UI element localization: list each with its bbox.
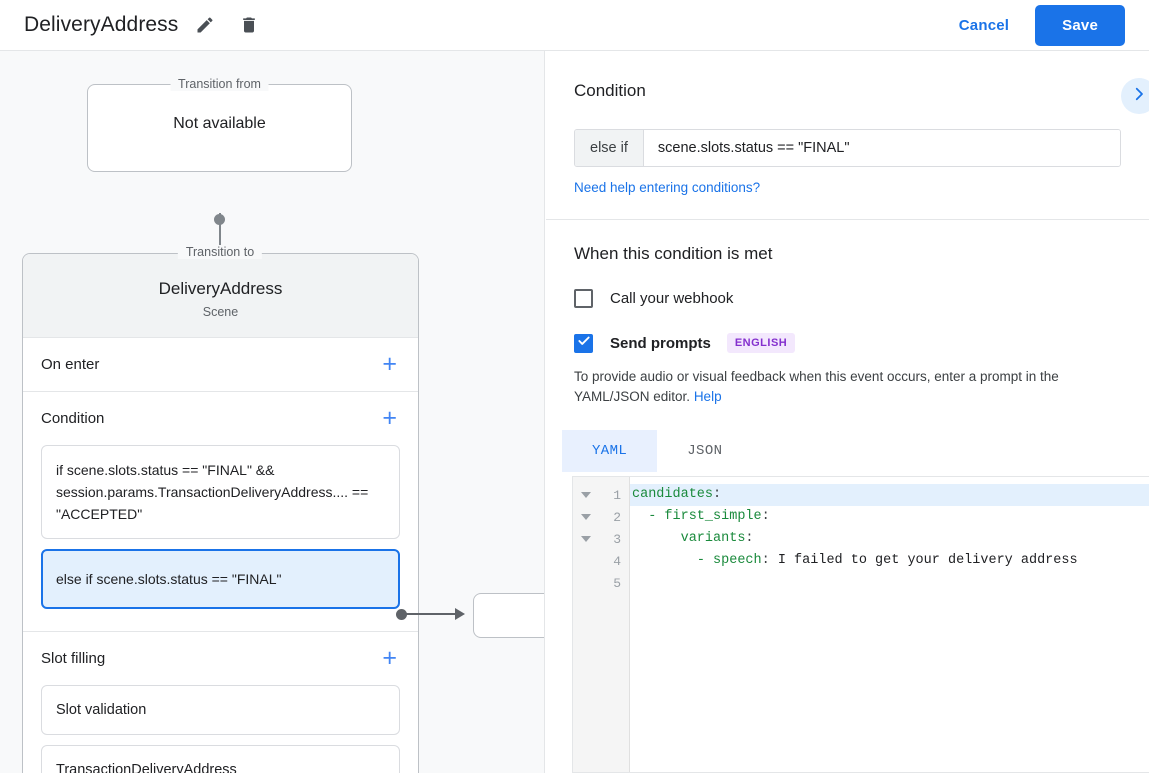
divider (23, 391, 418, 392)
scene-graph-panel: Transition from Not available Transition… (0, 51, 545, 773)
condition-help-link[interactable]: Need help entering conditions? (574, 180, 761, 195)
condition-heading: Condition (574, 81, 646, 100)
pencil-icon (195, 15, 215, 35)
transition-from-legend: Transition from (170, 77, 269, 91)
when-met-heading: When this condition is met (574, 244, 773, 263)
fold-caret-icon[interactable] (581, 536, 591, 542)
fold-caret-icon[interactable] (581, 492, 591, 498)
tab-json[interactable]: JSON (687, 442, 723, 459)
outgoing-arrow-icon (455, 608, 465, 620)
condition-list: if scene.slots.status == "FINAL" && sess… (23, 445, 418, 631)
send-prompts-label[interactable]: Send prompts (610, 334, 711, 352)
yaml-colon: : (761, 509, 770, 524)
save-button[interactable]: Save (1035, 4, 1125, 46)
yaml-key: variants (680, 531, 746, 546)
send-prompts-row[interactable]: Send prompts ENGLISH (574, 333, 1121, 353)
when-condition-met-section: When this condition is met Call your web… (546, 220, 1149, 472)
add-on-enter-button[interactable]: + (382, 350, 397, 378)
code-line[interactable] (630, 572, 1149, 594)
code-line[interactable]: - first_simple: (630, 506, 1149, 528)
trash-icon (239, 15, 259, 35)
add-condition-button[interactable]: + (382, 404, 397, 432)
collapse-panel-button[interactable] (1121, 78, 1149, 114)
on-enter-title: On enter (41, 356, 100, 373)
language-badge: ENGLISH (726, 333, 796, 353)
page-title: DeliveryAddress (24, 13, 179, 36)
scene-type-label: Scene (202, 304, 239, 319)
slot-list-item[interactable]: TransactionDeliveryAddress (41, 745, 400, 773)
gutter-row[interactable]: 1 (573, 484, 629, 506)
yaml-colon: : (713, 487, 722, 502)
detail-panel: Condition else if scene.slots.status == … (546, 51, 1149, 773)
prompt-help-sentence: To provide audio or visual feedback when… (574, 369, 1059, 405)
prompt-help-link[interactable]: Help (693, 389, 722, 405)
yaml-key: candidates (632, 487, 714, 502)
editor-format-tabs: YAML JSON (562, 429, 1121, 472)
section-slot-filling[interactable]: Slot filling + (23, 632, 418, 685)
scene-name: DeliveryAddress (158, 278, 283, 298)
prompt-help-text: To provide audio or visual feedback when… (574, 367, 1121, 408)
yaml-key: - speech (696, 553, 762, 568)
yaml-code-editor[interactable]: 1 2 3 4 5 candidates: - first_simple: va… (572, 476, 1149, 773)
yaml-indent (632, 509, 648, 524)
outgoing-connector-dot (396, 609, 407, 620)
slot-list-item[interactable]: Slot validation (41, 685, 400, 736)
condition-expression-input[interactable]: scene.slots.status == "FINAL" (643, 130, 1120, 166)
yaml-colon: : (761, 553, 770, 568)
yaml-key: - first_simple (648, 509, 762, 524)
call-webhook-checkbox[interactable] (574, 289, 593, 308)
transition-to-card: DeliveryAddress Scene On enter + Conditi… (22, 253, 419, 773)
code-line[interactable]: - speech: I failed to get your delivery … (630, 550, 1149, 572)
line-number: 4 (613, 553, 621, 569)
cancel-button[interactable]: Cancel (943, 8, 1025, 43)
delete-button[interactable] (232, 8, 266, 42)
condition-list-item-selected[interactable]: else if scene.slots.status == "FINAL" (41, 549, 400, 610)
condition-prefix-label: else if (575, 130, 644, 166)
transition-to-legend: Transition to (177, 245, 263, 259)
yaml-indent (632, 531, 681, 546)
code-line[interactable]: variants: (630, 528, 1149, 550)
condition-detail-section: Condition else if scene.slots.status == … (546, 51, 1149, 219)
transition-from-value: Not available (173, 115, 266, 132)
line-number: 5 (613, 575, 621, 591)
section-on-enter[interactable]: On enter + (23, 338, 418, 391)
app-header: DeliveryAddress Cancel Save (0, 0, 1149, 51)
transition-from-card[interactable]: Transition from Not available (87, 77, 352, 172)
slot-filling-title: Slot filling (41, 650, 106, 668)
condition-list-item[interactable]: if scene.slots.status == "FINAL" && sess… (41, 445, 400, 540)
add-slot-button[interactable]: + (382, 644, 397, 673)
yaml-indent (632, 553, 697, 568)
edit-button[interactable] (188, 8, 222, 42)
next-node-card[interactable] (473, 593, 544, 638)
editor-code-area[interactable]: candidates: - first_simple: variants: - … (630, 477, 1149, 772)
code-line[interactable]: candidates: (630, 484, 1149, 506)
gutter-row[interactable]: 4 (573, 550, 629, 572)
connector-line-vertical (219, 213, 221, 266)
send-prompts-checkbox[interactable] (574, 333, 593, 353)
outgoing-connector-line (405, 613, 457, 615)
editor-gutter: 1 2 3 4 5 (573, 477, 630, 772)
chevron-right-icon (1130, 85, 1148, 108)
slot-list: Slot validation TransactionDeliveryAddre… (23, 685, 418, 773)
line-number: 2 (613, 509, 621, 525)
scene-header[interactable]: DeliveryAddress Scene (23, 254, 418, 338)
gutter-row[interactable]: 2 (573, 506, 629, 528)
checkmark-icon (577, 334, 591, 353)
divider (23, 631, 418, 633)
line-number: 3 (613, 531, 621, 547)
tab-yaml[interactable]: YAML (562, 429, 658, 472)
condition-section-title: Condition (41, 410, 105, 427)
webhook-row[interactable]: Call your webhook (574, 289, 1121, 308)
section-condition[interactable]: Condition + (23, 392, 418, 445)
fold-caret-icon[interactable] (581, 514, 591, 520)
condition-input-group[interactable]: else if scene.slots.status == "FINAL" (574, 129, 1121, 167)
gutter-row[interactable]: 3 (573, 528, 629, 550)
section-divider (546, 219, 1149, 220)
call-webhook-label[interactable]: Call your webhook (610, 290, 734, 307)
gutter-row[interactable]: 5 (573, 572, 629, 594)
yaml-value: I failed to get your delivery address (769, 553, 1078, 568)
yaml-colon: : (745, 531, 754, 546)
line-number: 1 (613, 487, 621, 503)
